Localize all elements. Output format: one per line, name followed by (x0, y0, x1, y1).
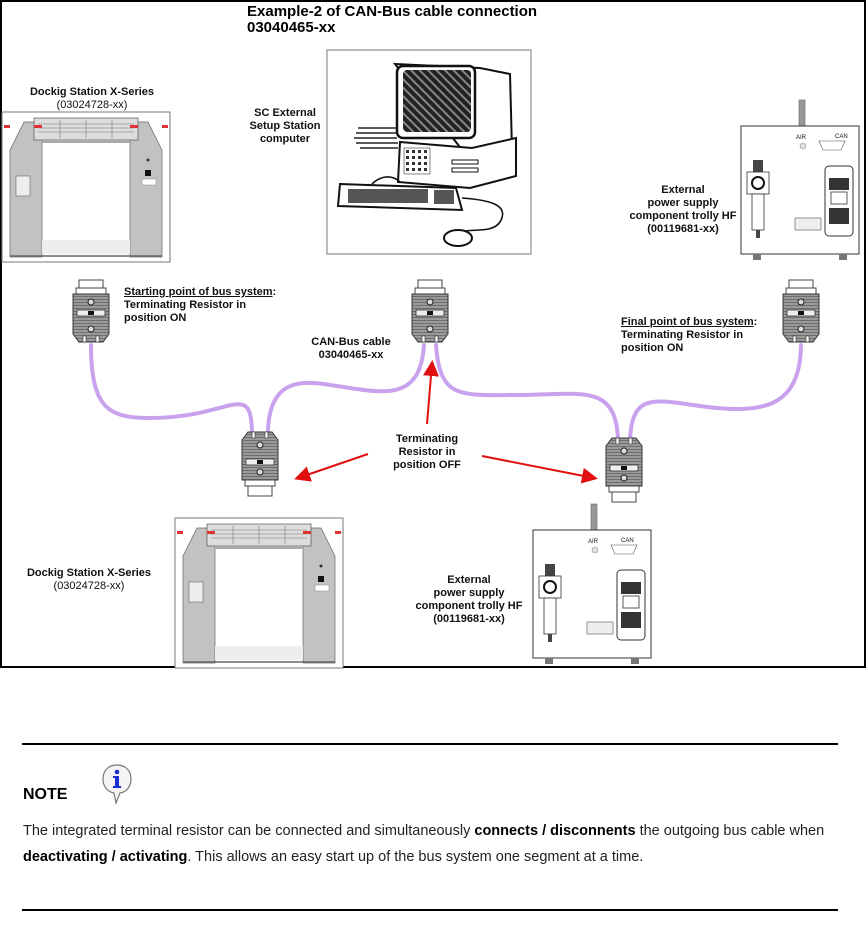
docking-station-bottom-label: Dockig Station X-Series (03024728-xx) (22, 567, 156, 593)
note-separator-1: / (538, 823, 551, 839)
computer-label-line-2: Setup Station (249, 120, 321, 132)
title-line-2: 03040465-xx (247, 19, 336, 36)
note-separator-2: / (107, 849, 120, 865)
psu-top-part: (00119681-xx) (647, 223, 719, 235)
psu-top-can-label: CAN (835, 134, 848, 140)
power-supply-bottom-label: External power supply component trolly H… (404, 574, 534, 626)
docking-station-bottom-name: Dockig Station X-Series (26, 567, 152, 579)
resistor-off-line-3: position OFF (393, 459, 461, 471)
title-line-1: Example-2 of CAN-Bus cable connection (247, 3, 538, 20)
note-text-part-3: . This allows an easy start up of the bu… (187, 849, 644, 865)
docking-station-top-label: Dockig Station X-Series (03024728-xx) (24, 86, 160, 112)
note-text-part-1: The integrated terminal resistor can be … (23, 823, 475, 839)
connector-psu-bottom-off (605, 437, 643, 503)
note-title: NOTE (23, 786, 68, 803)
connector-dock-bottom-off (241, 431, 279, 497)
psu-top-line-2: power supply (647, 197, 719, 209)
note-bold-connects: connects (474, 823, 539, 839)
start-point-annotation: Starting point of bus system: Terminatin… (124, 286, 324, 325)
computer-image (326, 49, 532, 255)
final-point-line-2: Terminating Resistor in (621, 329, 744, 341)
docking-station-top-name: Dockig Station X-Series (29, 86, 155, 98)
diagram-title: Example-2 of CAN-Bus cable connection 03… (247, 4, 537, 36)
psu-bottom-part: (00119681-xx) (433, 613, 505, 625)
note-bold-activating: activating (119, 849, 188, 865)
resistor-off-line-2: Resistor in (398, 446, 456, 458)
power-supply-top-label: External power supply component trolly H… (618, 184, 748, 236)
resistor-off-line-1: Terminating (395, 433, 459, 445)
start-point-heading: Starting point of bus system (124, 286, 273, 298)
psu-bottom-line-3: component trolly HF (415, 600, 523, 612)
psu-top-air-label: AIR (796, 135, 807, 141)
psu-top-line-3: component trolly HF (629, 210, 737, 222)
docking-station-top-part: (03024728-xx) (56, 99, 128, 111)
docking-station-top-image (1, 111, 171, 263)
psu-top-line-1: External (661, 184, 705, 196)
note-bold-deactivating: deactivating (23, 849, 108, 865)
computer-label-line-3: computer (259, 133, 311, 145)
cable-segment-dock-to-computer (266, 343, 426, 432)
diagram-frame (0, 0, 866, 668)
start-point-colon: : (272, 286, 277, 298)
can-bus-cable-label: CAN-Bus cable 03040465-xx (296, 336, 406, 362)
power-supply-top-image (740, 99, 860, 261)
cable-label-line-2: 03040465-xx (318, 349, 384, 361)
note-bottom-divider (22, 909, 838, 911)
final-point-colon: : (753, 316, 758, 328)
psu-bottom-line-1: External (447, 574, 491, 586)
can-bus-cable (89, 343, 803, 442)
final-point-heading-row: Final point of bus system: (621, 316, 791, 329)
off-indicator-arrows (294, 360, 598, 484)
computer-label-line-1: SC External (254, 107, 316, 119)
psu-bottom-can-label: CAN (621, 538, 634, 544)
cable-segment-start-to-dock (89, 343, 254, 432)
note-body: The integrated terminal resistor can be … (23, 818, 853, 870)
arrow-to-computer-connector (423, 360, 439, 425)
final-point-heading: Final point of bus system (621, 316, 754, 328)
start-point-line-3: position ON (124, 312, 187, 324)
note-text-part-2: the outgoing bus cable when (635, 823, 825, 839)
start-point-heading-row: Starting point of bus system: (124, 286, 324, 299)
cable-label-line-1: CAN-Bus cable (311, 336, 391, 348)
note-bold-disconnents: disconnents (550, 823, 636, 839)
psu-bottom-air-label: AIR (588, 539, 599, 545)
connector-computer-off (411, 279, 449, 343)
docking-station-bottom-part: (03024728-xx) (53, 580, 125, 592)
psu-bottom-line-2: power supply (433, 587, 505, 599)
computer-label: SC External Setup Station computer (240, 107, 330, 146)
final-point-line-3: position ON (621, 342, 684, 354)
bus-diagram-drawing (1, 49, 860, 669)
info-icon (102, 764, 132, 805)
final-point-annotation: Final point of bus system: Terminating R… (621, 316, 791, 355)
arrow-to-psu-connector (481, 455, 598, 484)
connector-start-on (72, 279, 110, 343)
resistor-off-annotation: Terminating Resistor in position OFF (370, 433, 484, 472)
note-top-divider (22, 743, 838, 745)
power-supply-bottom-image (532, 503, 652, 665)
docking-station-bottom-image (174, 517, 344, 669)
cable-segment-psu-to-end (628, 343, 803, 442)
cable-segment-computer-to-psu (434, 343, 620, 442)
start-point-line-2: Terminating Resistor in (124, 299, 247, 311)
arrow-to-dock-connector (294, 453, 369, 482)
